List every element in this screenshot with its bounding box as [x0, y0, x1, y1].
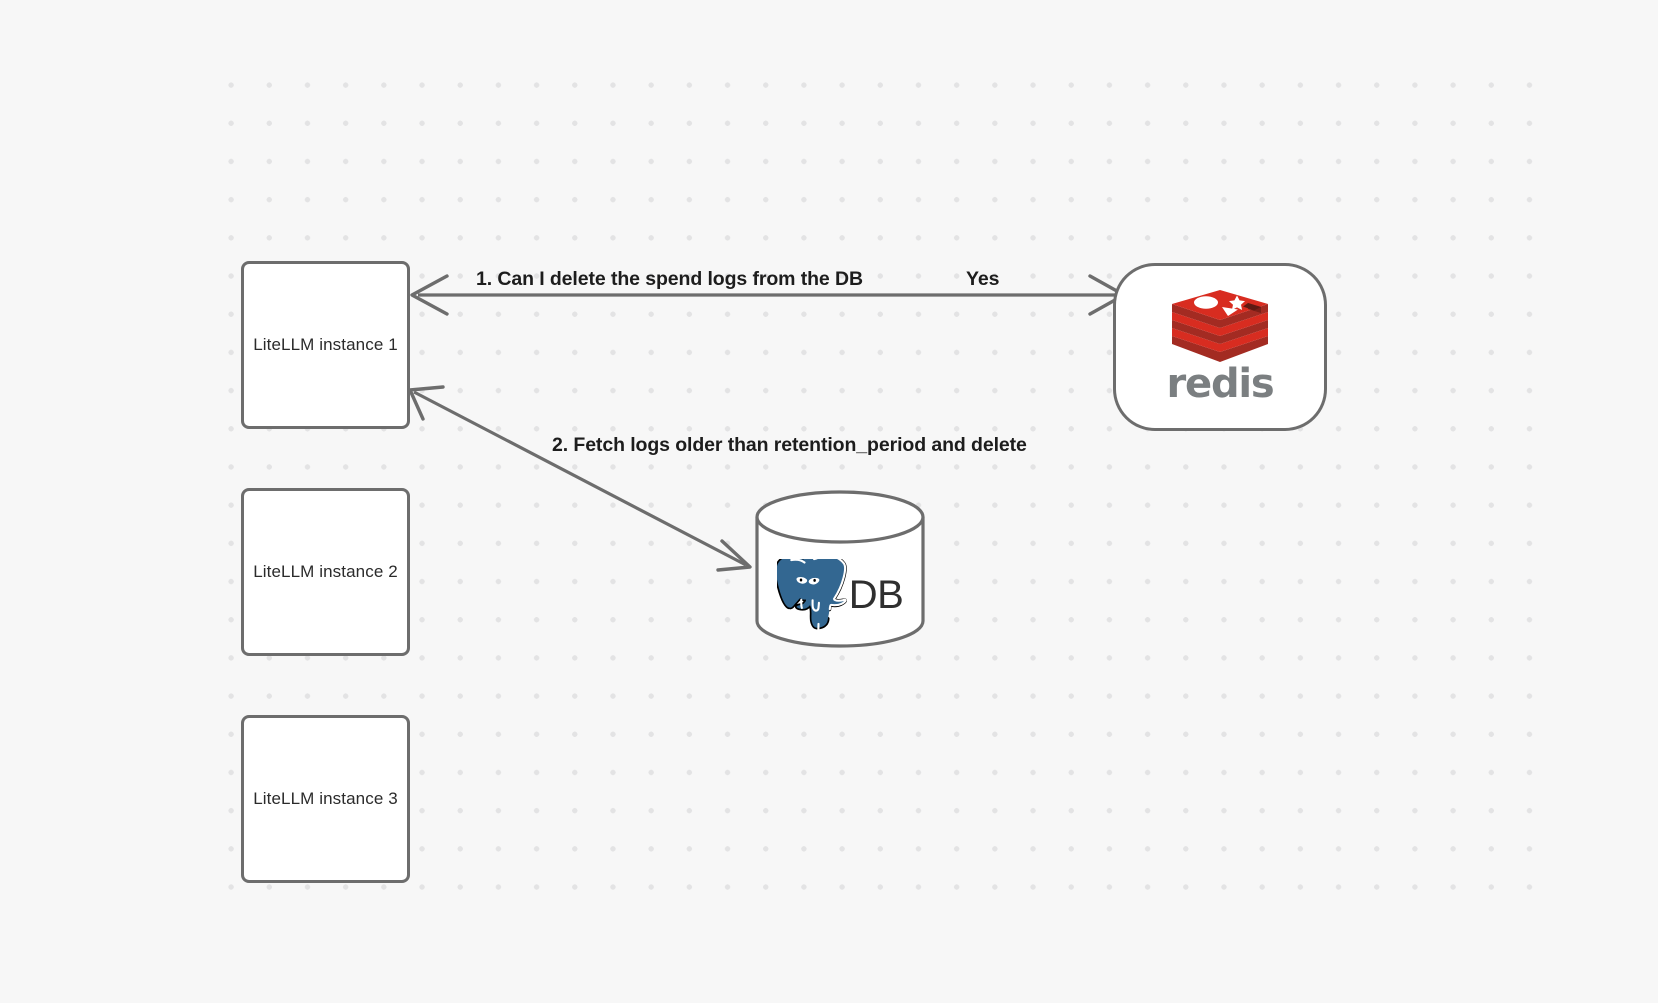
node-litellm-instance-1-label: LiteLLM instance 1	[253, 335, 398, 354]
node-litellm-instance-3-label: LiteLLM instance 3	[253, 789, 398, 808]
node-redis[interactable]: redis	[1113, 263, 1327, 431]
redis-wordmark-label: redis	[1166, 361, 1274, 407]
node-litellm-instance-1[interactable]: LiteLLM instance 1	[241, 261, 410, 429]
node-litellm-instance-3[interactable]: LiteLLM instance 3	[241, 715, 410, 883]
node-litellm-instance-2-label: LiteLLM instance 2	[253, 562, 398, 581]
edge-label-step-2: 2. Fetch logs older than retention_perio…	[552, 434, 1027, 456]
edge-label-step-1: 1. Can I delete the spend logs from the …	[476, 268, 863, 290]
database-label: DB	[848, 573, 904, 617]
edge-db-litellm	[408, 385, 752, 572]
node-database[interactable]: DB	[754, 490, 926, 648]
edge-label-yes: Yes	[966, 268, 1000, 290]
node-litellm-instance-2[interactable]: LiteLLM instance 2	[241, 488, 410, 656]
postgresql-elephant-icon	[776, 559, 847, 631]
redis-logo-icon	[1168, 290, 1272, 362]
